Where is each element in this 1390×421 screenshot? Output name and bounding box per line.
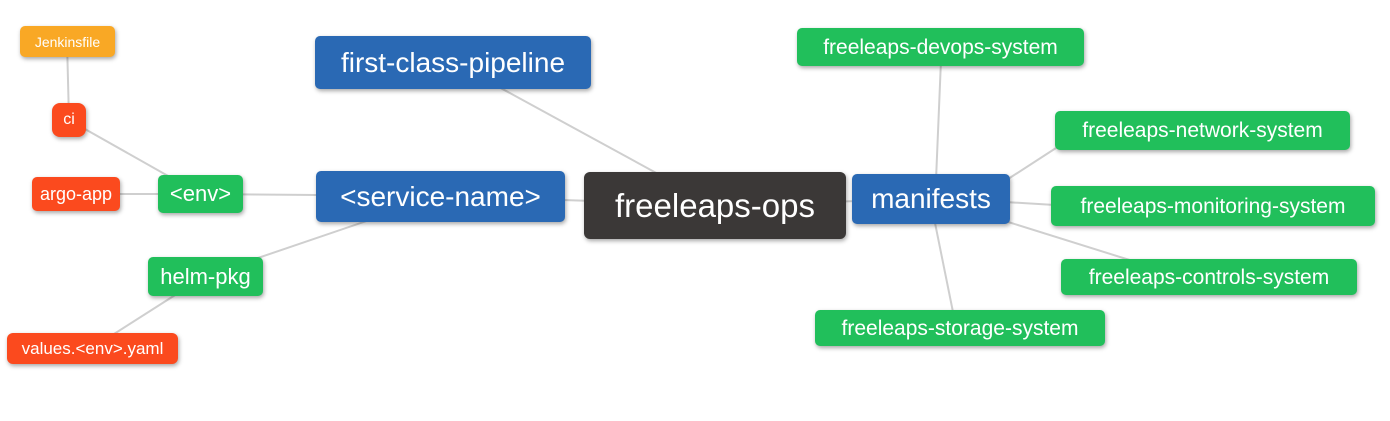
node-service-name[interactable]: <service-name> <box>316 171 565 222</box>
edge-manifests-controls <box>1004 220 1137 263</box>
node-first-class-pipeline[interactable]: first-class-pipeline <box>315 36 591 89</box>
edge-manifests-network <box>1004 147 1057 182</box>
node-freeleaps-ops[interactable]: freeleaps-ops <box>584 172 846 239</box>
node-ci[interactable]: ci <box>52 103 86 137</box>
node-freeleaps-storage-system[interactable]: freeleaps-storage-system <box>815 310 1105 346</box>
edge-manifests-devops <box>935 59 942 181</box>
node-manifests[interactable]: manifests <box>852 174 1010 224</box>
node-freeleaps-network-system[interactable]: freeleaps-network-system <box>1055 111 1350 150</box>
node-freeleaps-monitoring-system[interactable]: freeleaps-monitoring-system <box>1051 186 1375 226</box>
edge-manifests-storage <box>933 217 954 313</box>
node-env[interactable]: <env> <box>158 175 243 213</box>
node-freeleaps-devops-system[interactable]: freeleaps-devops-system <box>797 28 1084 66</box>
node-freeleaps-controls-system[interactable]: freeleaps-controls-system <box>1061 259 1357 295</box>
node-values-env-yaml[interactable]: values.<env>.yaml <box>7 333 178 364</box>
node-jenkinsfile[interactable]: Jenkinsfile <box>20 26 115 57</box>
node-helm-pkg[interactable]: helm-pkg <box>148 257 263 296</box>
edge-manifests-monitoring <box>1004 201 1056 206</box>
node-argo-app[interactable]: argo-app <box>32 177 120 211</box>
